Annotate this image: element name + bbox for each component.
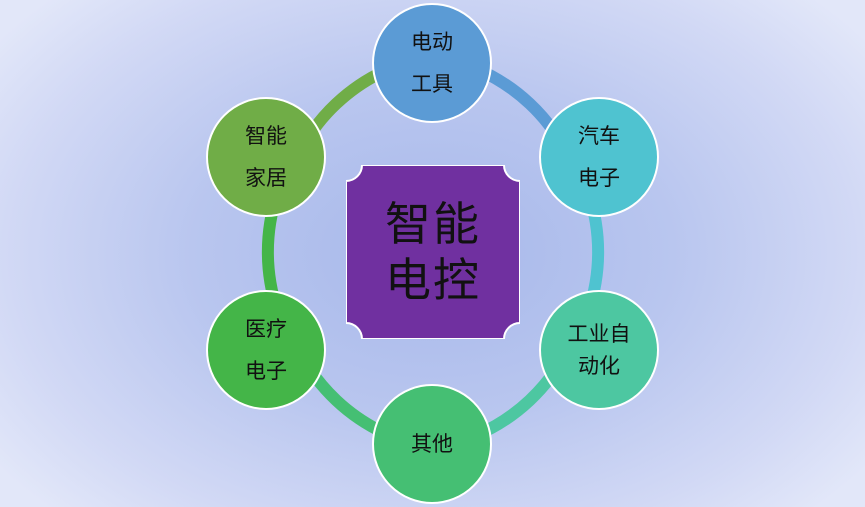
node-label-line: 其他 <box>411 432 453 456</box>
node-label-line: 工具 <box>411 72 453 96</box>
node-label-line: 电动 <box>411 30 453 54</box>
node-label-line: 家居 <box>245 166 287 190</box>
node-label-line: 医疗 <box>245 317 287 341</box>
center-title-line2: 电控 <box>385 253 481 307</box>
node-automotive-electronics: 汽车 电子 <box>539 97 659 217</box>
center-title-line1: 智能 <box>385 197 481 251</box>
node-medical-electronics: 医疗 电子 <box>206 290 326 410</box>
center-shape <box>346 165 520 339</box>
node-label-line: 工业自 <box>567 322 631 346</box>
node-label-line: 电子 <box>245 359 287 383</box>
node-smart-home: 智能 家居 <box>206 97 326 217</box>
node-label-line: 汽车 <box>578 124 620 148</box>
node-label-line: 动化 <box>578 354 620 378</box>
node-label-line: 电子 <box>578 166 620 190</box>
node-industrial-automation: 工业自 动化 <box>539 290 659 410</box>
node-other: 其他 <box>372 384 492 504</box>
node-power-tools: 电动 工具 <box>372 3 492 123</box>
center-node: 智能 电控 <box>346 165 520 339</box>
node-label-line: 智能 <box>245 124 287 148</box>
